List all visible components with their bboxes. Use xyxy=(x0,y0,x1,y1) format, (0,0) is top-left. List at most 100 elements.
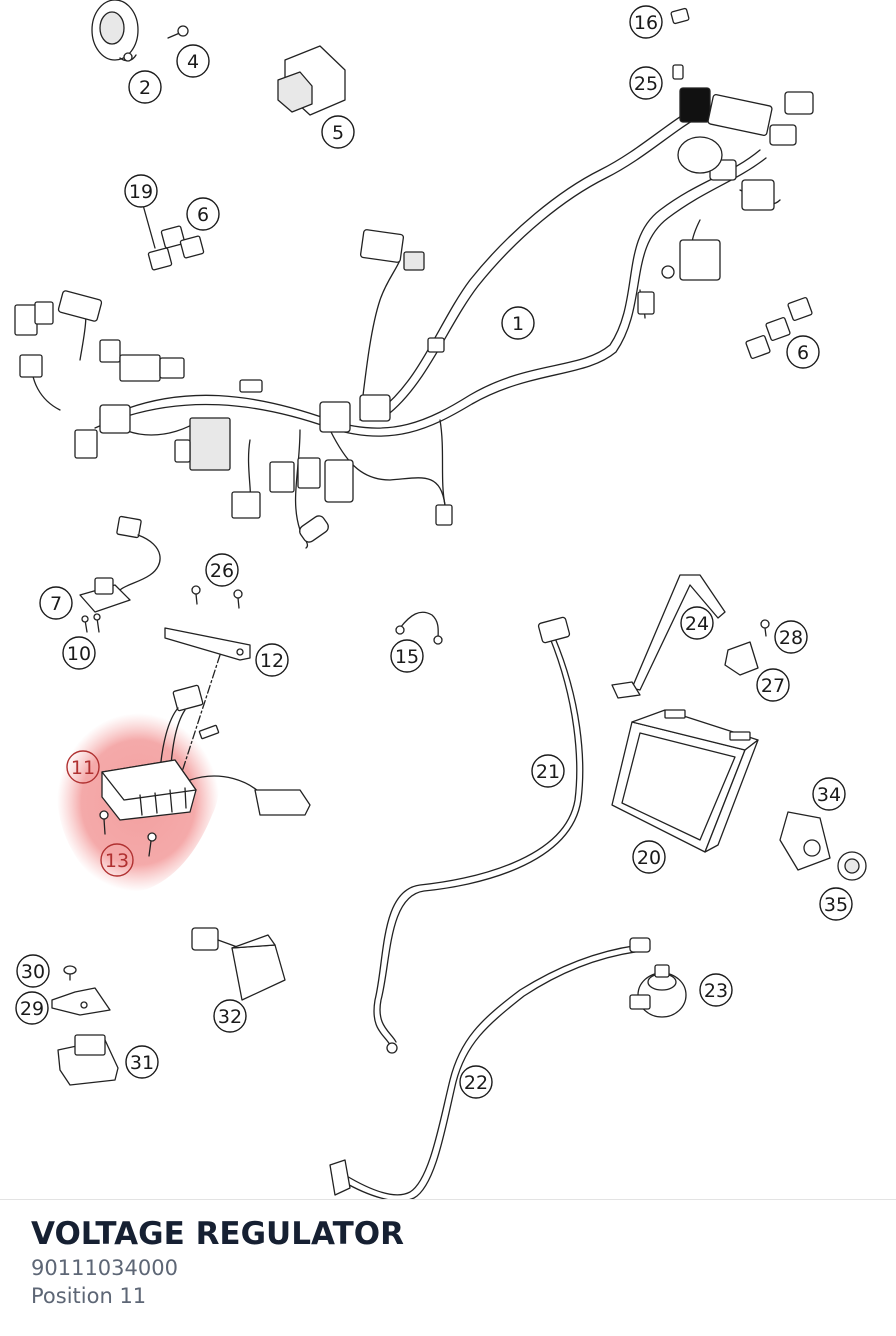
callout-10[interactable]: 10 xyxy=(62,636,96,670)
callout-circle xyxy=(176,44,210,78)
callout-label: 2 xyxy=(139,77,151,99)
callout-31[interactable]: 31 xyxy=(125,1045,159,1079)
part-battery-strap[interactable] xyxy=(611,574,726,699)
callout-28[interactable]: 28 xyxy=(774,620,808,654)
callout-label: 25 xyxy=(634,73,658,95)
callout-circle xyxy=(390,639,424,673)
part-sensor-cable[interactable] xyxy=(79,515,161,613)
callout-label: 4 xyxy=(187,51,199,73)
callout-circle xyxy=(186,197,220,231)
callout-label: 16 xyxy=(634,12,658,34)
callout-label: 32 xyxy=(218,1006,242,1028)
callout-circle xyxy=(531,754,565,788)
callout-25[interactable]: 25 xyxy=(629,66,663,100)
part-screw-4[interactable] xyxy=(167,25,189,39)
callout-label: 35 xyxy=(824,894,848,916)
callout-circle xyxy=(819,887,853,921)
callout-20[interactable]: 20 xyxy=(632,840,666,874)
callout-label: 34 xyxy=(817,784,841,806)
part-screws-26[interactable] xyxy=(191,585,243,609)
part-starter-relay[interactable] xyxy=(629,964,687,1018)
exploded-parts-diagram: 1245667101112131516192021222324252627282… xyxy=(14,0,867,1200)
callout-35[interactable]: 35 xyxy=(819,887,853,921)
callout-6[interactable]: 6 xyxy=(186,197,220,231)
callout-circle xyxy=(62,636,96,670)
part-grommet[interactable] xyxy=(837,851,867,881)
part-screws-13[interactable] xyxy=(99,810,157,857)
callout-label: 26 xyxy=(210,560,234,582)
callout-label: 29 xyxy=(20,998,44,1020)
callout-label: 6 xyxy=(797,342,809,364)
part-screws-10[interactable] xyxy=(81,613,101,633)
callout-label: 15 xyxy=(395,646,419,668)
part-starter-cable[interactable] xyxy=(329,937,651,1200)
callout-label: 24 xyxy=(685,613,709,635)
callout-label: 20 xyxy=(637,847,661,869)
callout-circle xyxy=(632,840,666,874)
callout-circle xyxy=(255,643,289,677)
callout-label: 19 xyxy=(129,181,153,203)
callout-4[interactable]: 4 xyxy=(176,44,210,78)
callout-circle xyxy=(66,750,100,784)
callout-circle xyxy=(774,620,808,654)
part-voltage-regulator[interactable] xyxy=(101,684,311,821)
callout-circle xyxy=(39,586,73,620)
part-socket[interactable] xyxy=(779,811,831,871)
part-control-unit[interactable] xyxy=(191,927,286,1001)
callout-22[interactable]: 22 xyxy=(459,1065,493,1099)
callout-circle xyxy=(125,1045,159,1079)
callout-26[interactable]: 26 xyxy=(205,553,239,587)
callout-15[interactable]: 15 xyxy=(390,639,424,673)
part-info-footer xyxy=(0,1199,896,1336)
part-battery-cable[interactable] xyxy=(371,616,584,1054)
callout-label: 11 xyxy=(71,757,95,779)
callout-19[interactable]: 19 xyxy=(124,174,158,208)
callout-34[interactable]: 34 xyxy=(812,777,846,811)
callout-label: 13 xyxy=(105,850,129,872)
part-flasher-relay[interactable] xyxy=(57,1034,119,1086)
callout-30[interactable]: 30 xyxy=(16,954,50,988)
callout-label: 31 xyxy=(130,1052,154,1074)
callout-5[interactable]: 5 xyxy=(321,115,355,149)
part-title: VOLTAGE REGULATOR xyxy=(31,1216,404,1252)
callout-27[interactable]: 27 xyxy=(756,668,790,702)
callout-12[interactable]: 12 xyxy=(255,643,289,677)
callout-circle xyxy=(16,954,50,988)
callout-label: 22 xyxy=(464,1072,488,1094)
callout-label: 12 xyxy=(260,650,284,672)
callout-21[interactable]: 21 xyxy=(531,754,565,788)
callout-circle xyxy=(629,5,663,39)
callout-24[interactable]: 24 xyxy=(680,606,714,640)
callout-label: 5 xyxy=(332,122,344,144)
callout-13[interactable]: 13 xyxy=(100,843,134,877)
part-connector-25[interactable] xyxy=(672,64,684,80)
part-ground-cable[interactable] xyxy=(395,611,443,645)
callout-16[interactable]: 16 xyxy=(629,5,663,39)
callout-6[interactable]: 6 xyxy=(786,335,820,369)
callout-circle xyxy=(501,306,535,340)
part-clip[interactable] xyxy=(724,641,759,676)
callout-29[interactable]: 29 xyxy=(15,991,49,1025)
part-fuses-right[interactable] xyxy=(745,297,813,359)
callout-32[interactable]: 32 xyxy=(213,999,247,1033)
callout-circle xyxy=(756,668,790,702)
callout-7[interactable]: 7 xyxy=(39,586,73,620)
part-main-wiring-harness[interactable] xyxy=(14,87,814,549)
part-horn[interactable] xyxy=(91,0,139,62)
callout-1[interactable]: 1 xyxy=(501,306,535,340)
part-bracket-12[interactable] xyxy=(164,627,251,779)
part-screw-28[interactable] xyxy=(760,619,770,637)
callout-label: 10 xyxy=(67,643,91,665)
part-battery[interactable] xyxy=(611,709,759,853)
callout-2[interactable]: 2 xyxy=(128,70,162,104)
part-bracket-29[interactable] xyxy=(51,987,111,1016)
callout-11[interactable]: 11 xyxy=(66,750,100,784)
callout-label: 27 xyxy=(761,675,785,697)
part-screw-30[interactable] xyxy=(63,965,77,981)
callout-23[interactable]: 23 xyxy=(699,973,733,1007)
part-relay[interactable] xyxy=(277,45,346,116)
part-fuses-top[interactable] xyxy=(142,204,205,271)
callout-label: 6 xyxy=(197,204,209,226)
part-connector-16[interactable] xyxy=(670,7,690,25)
callout-circle xyxy=(124,174,158,208)
